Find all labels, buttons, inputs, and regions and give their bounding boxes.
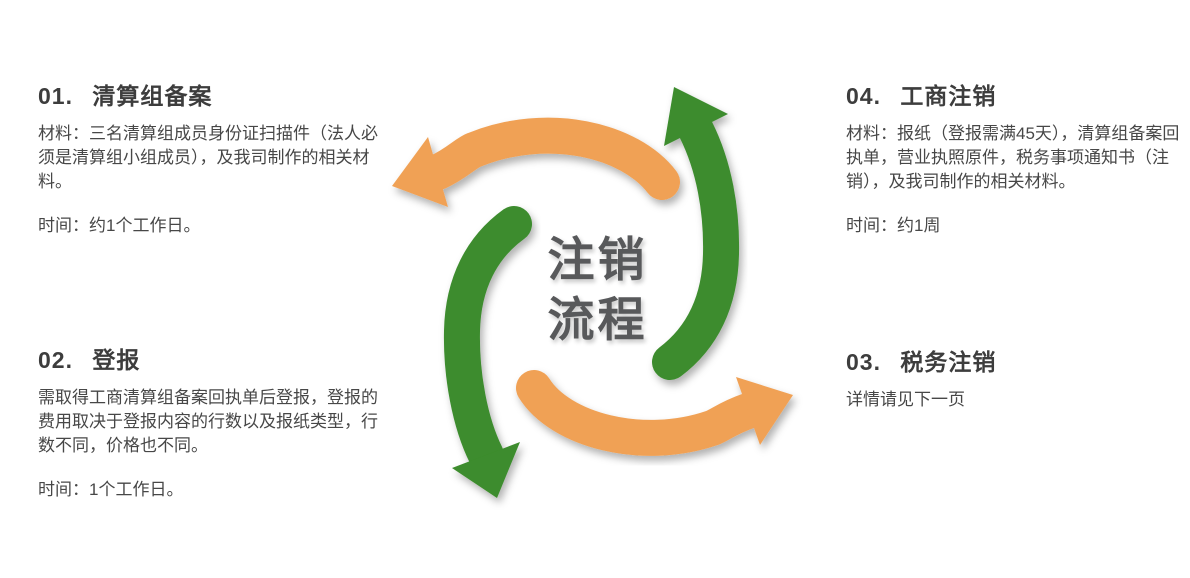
step-04-block: 04. 工商注销 材料：报纸（登报需满45天），清算组备案回执单，营业执照原件，… bbox=[846, 82, 1180, 238]
arrow-head-right-icon bbox=[736, 377, 793, 445]
step-03-block: 03. 税务注销 详情请见下一页 bbox=[846, 348, 1178, 412]
step-02-block: 02. 登报 需取得工商清算组备案回执单后登报，登报的费用取决于登报内容的行数以… bbox=[38, 346, 378, 502]
cycle-arrow-left-green-down bbox=[443, 206, 532, 498]
step-04-number: 04. bbox=[846, 83, 881, 109]
step-02-time: 时间：1个工作日。 bbox=[38, 480, 184, 499]
step-02-number: 02. bbox=[38, 347, 73, 373]
arrow-head-left-icon bbox=[392, 137, 448, 207]
step-03-heading: 03. 税务注销 bbox=[846, 348, 1178, 376]
arrow-head-down-icon bbox=[452, 442, 520, 498]
step-01-number: 01. bbox=[38, 83, 73, 109]
center-title-line2: 流程 bbox=[547, 293, 648, 346]
step-03-description: 详情请见下一页 bbox=[846, 390, 965, 409]
step-01-title: 清算组备案 bbox=[92, 83, 213, 109]
step-01-time: 时间：约1个工作日。 bbox=[38, 216, 201, 235]
step-04-materials: 材料：报纸（登报需满45天），清算组备案回执单，营业执照原件，税务事项通知书（注… bbox=[846, 124, 1180, 191]
step-04-heading: 04. 工商注销 bbox=[846, 82, 1180, 110]
step-02-description: 需取得工商清算组备案回执单后登报，登报的费用取决于登报内容的行数以及报纸类型，行… bbox=[38, 388, 378, 455]
step-03-number: 03. bbox=[846, 349, 881, 375]
arrow-body bbox=[652, 112, 740, 380]
center-title-line1: 注销 bbox=[547, 233, 648, 286]
arrow-body bbox=[443, 206, 532, 473]
step-04-time: 时间：约1周 bbox=[846, 216, 941, 235]
step-01-materials: 材料：三名清算组成员身份证扫描件（法人必须是清算组小组成员），及我司制作的相关材… bbox=[38, 124, 378, 191]
step-01-heading: 01. 清算组备案 bbox=[38, 82, 378, 110]
arrow-body bbox=[516, 370, 766, 456]
cycle-arrow-right-green-up bbox=[652, 87, 740, 380]
step-04-title: 工商注销 bbox=[900, 83, 997, 109]
arrow-body bbox=[420, 117, 680, 200]
step-02-title: 登报 bbox=[92, 347, 141, 373]
step-02-heading: 02. 登报 bbox=[38, 346, 378, 374]
center-title: 注销 流程 bbox=[505, 230, 690, 350]
cycle-arrow-bottom-orange-right bbox=[516, 370, 793, 456]
arrow-head-up-icon bbox=[664, 87, 728, 146]
step-03-title: 税务注销 bbox=[900, 349, 997, 375]
cycle-arrow-top-orange-left bbox=[392, 117, 680, 207]
step-01-block: 01. 清算组备案 材料：三名清算组成员身份证扫描件（法人必须是清算组小组成员）… bbox=[38, 82, 378, 238]
